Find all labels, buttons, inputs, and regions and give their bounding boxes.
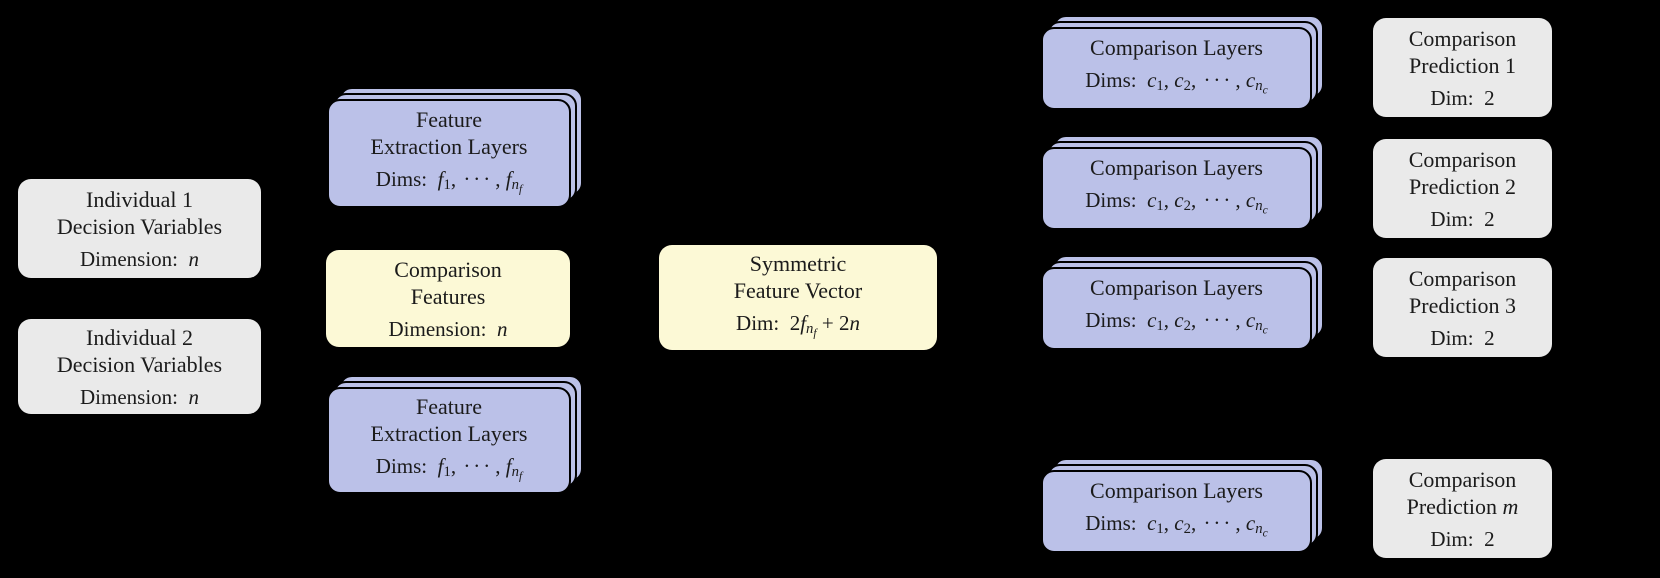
box-title-line: Feature Vector [733, 277, 863, 303]
comparison-layers-box: Comparison Layers Dims: c1, c2, ···, cnc [1041, 27, 1312, 110]
box-dims: Dims: c1, c2, ···, cnc [1085, 511, 1268, 540]
comparison-layers-stack-1: Comparison Layers Dims: c1, c2, ···, cnc [1041, 15, 1324, 110]
feature-extraction-top-stack: Feature Extraction Layers Dims: f1, ···,… [327, 87, 583, 208]
box-dims: Dim: 2 [1430, 86, 1495, 110]
individual-1-box: Individual 1 Decision Variables Dimensio… [18, 179, 261, 278]
box-title-line: Comparison Layers [1090, 155, 1263, 181]
comparison-layers-box: Comparison Layers Dims: c1, c2, ···, cnc [1041, 470, 1312, 553]
symmetric-feature-vector-box: Symmetric Feature Vector Dim: 2fnf + 2n [659, 245, 937, 350]
comparison-prediction-3-box: Comparison Prediction 3 Dim: 2 [1373, 258, 1552, 357]
box-title-line: Extraction Layers [370, 133, 528, 159]
comparison-layers-stack-3: Comparison Layers Dims: c1, c2, ···, cnc [1041, 255, 1324, 350]
box-title-line: Individual 2 [86, 325, 193, 350]
box-title-line: Prediction 1 [1409, 53, 1516, 78]
box-title-line: Comparison Layers [1090, 275, 1263, 301]
box-dims: Dims: c1, c2, ···, cnc [1085, 188, 1268, 217]
comparison-prediction-m-box: Comparison Prediction m Dim: 2 [1373, 459, 1552, 558]
box-dims: Dim: 2 [1430, 207, 1495, 231]
comparison-prediction-1-box: Comparison Prediction 1 Dim: 2 [1373, 18, 1552, 117]
box-dims: Dim: 2 [1430, 326, 1495, 350]
box-title-line: Decision Variables [56, 214, 223, 239]
comparison-features-box: Comparison Features Dimension: n [326, 250, 570, 347]
comparison-prediction-2-box: Comparison Prediction 2 Dim: 2 [1373, 139, 1552, 238]
box-dims: Dim: 2 [1430, 527, 1495, 551]
feature-extraction-bottom-stack: Feature Extraction Layers Dims: f1, ···,… [327, 375, 583, 494]
box-dims: Dims: f1, ···, fnf [375, 453, 523, 483]
individual-2-box: Individual 2 Decision Variables Dimensio… [18, 319, 261, 414]
box-title-line: Individual 1 [86, 187, 193, 212]
box-title-line: Comparison Layers [1090, 478, 1263, 504]
box-dims: Dims: c1, c2, ···, cnc [1085, 308, 1268, 337]
box-title-line: Comparison Layers [1090, 35, 1263, 61]
comparison-layers-stack-2: Comparison Layers Dims: c1, c2, ···, cnc [1041, 135, 1324, 230]
box-title-line: Feature [416, 106, 482, 132]
comparison-layers-box: Comparison Layers Dims: c1, c2, ···, cnc [1041, 267, 1312, 350]
box-title-line: Comparison [1408, 467, 1517, 492]
box-title-line: Symmetric [749, 250, 847, 276]
box-title-line: Feature [416, 393, 482, 419]
feature-extraction-box: Feature Extraction Layers Dims: f1, ···,… [327, 99, 571, 208]
box-title-line: Extraction Layers [370, 420, 528, 446]
box-title-line: Prediction m [1406, 494, 1519, 519]
box-dims: Dimension: n [80, 247, 199, 271]
comparison-layers-box: Comparison Layers Dims: c1, c2, ···, cnc [1041, 147, 1312, 230]
box-title-line: Comparison [1408, 147, 1517, 172]
box-dims: Dims: c1, c2, ···, cnc [1085, 68, 1268, 97]
box-title-line: Comparison [1408, 26, 1517, 51]
box-title-line: Comparison [1408, 266, 1517, 291]
box-title-line: Prediction 3 [1409, 293, 1516, 318]
box-title-line: Prediction 2 [1409, 174, 1516, 199]
box-title-line: Decision Variables [56, 352, 223, 377]
box-title-line: Comparison [394, 257, 502, 282]
box-dims: Dimension: n [388, 317, 508, 341]
box-dims: Dims: f1, ···, fnf [375, 166, 523, 196]
box-dims: Dim: 2fnf + 2n [736, 310, 860, 340]
comparison-layers-stack-m: Comparison Layers Dims: c1, c2, ···, cnc [1041, 458, 1324, 553]
feature-extraction-box: Feature Extraction Layers Dims: f1, ···,… [327, 387, 571, 494]
box-title-line: Features [410, 284, 486, 309]
box-dims: Dimension: n [80, 385, 199, 409]
